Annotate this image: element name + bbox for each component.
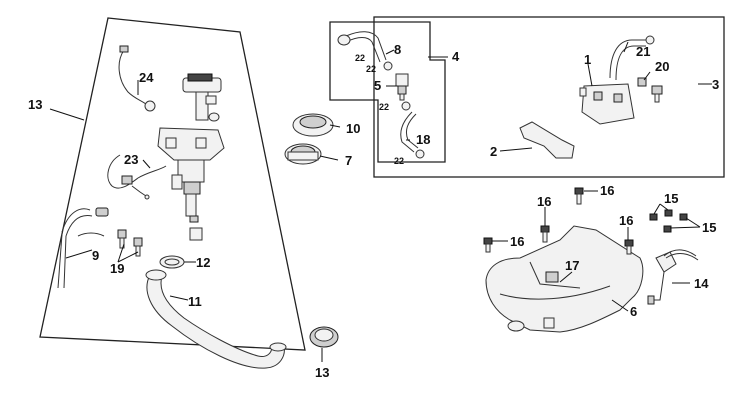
callout-13-group: 13: [28, 97, 42, 112]
gasket-7: [284, 143, 322, 165]
hose-clips-22: [383, 61, 425, 159]
callout-16-b: 16: [537, 194, 551, 209]
callout-8: 8: [394, 42, 401, 57]
bracket-2: [519, 121, 575, 159]
callout-9: 9: [92, 248, 99, 263]
callout-13-cap: 13: [315, 365, 329, 380]
callout-18: 18: [416, 132, 430, 147]
callout-19: 19: [110, 261, 124, 276]
callout-10: 10: [346, 121, 360, 136]
callout-16-c: 16: [510, 234, 524, 249]
callout-16-d: 16: [619, 213, 633, 228]
fuel-filler-cap-13: [309, 326, 339, 348]
fuel-filler-hose-11: [145, 269, 287, 369]
vent-hose-9: [57, 207, 109, 289]
bolts-20: [637, 77, 663, 103]
callout-1: 1: [584, 52, 591, 67]
callout-7: 7: [345, 153, 352, 168]
fuel-pump-wire-harness-23: [107, 154, 167, 200]
callout-20: 20: [655, 59, 669, 74]
fuel-level-sensor-14: [647, 249, 699, 305]
callout-12: 12: [196, 255, 210, 270]
pump-assembly-group-frame: [373, 16, 725, 178]
callout-5: 5: [374, 78, 381, 93]
fuel-hose-8: [337, 31, 387, 63]
bolts-16-15: [483, 187, 688, 255]
callout-14: 14: [694, 276, 709, 291]
callout-15-b: 15: [702, 220, 716, 235]
callout-23: 23: [124, 152, 138, 167]
callout-16-a: 16: [600, 183, 614, 198]
callout-22-a: 22: [355, 53, 365, 63]
callout-21: 21: [636, 44, 650, 59]
hose-clamp-12: [159, 255, 185, 269]
callout-17: 17: [565, 258, 579, 273]
callout-22-b: 22: [366, 64, 376, 74]
callout-22-d: 22: [394, 156, 404, 166]
bolts-19: [117, 229, 143, 257]
fuel-level-sensor-wire-24: [118, 45, 156, 112]
fuel-pump-assembly: [157, 73, 225, 241]
callout-labels: 24 13 10 7 4 8 22 22 5 22 18 22 21 1 20 …: [28, 42, 719, 380]
callout-2: 2: [490, 144, 497, 159]
fuel-line-subgroup-frame: [329, 21, 446, 163]
callout-11: 11: [188, 294, 202, 309]
callout-3: 3: [712, 77, 719, 92]
fuel-pump-body-1: [579, 83, 635, 125]
callout-15-a: 15: [664, 191, 678, 206]
fuel-injector-5: [395, 73, 409, 101]
callout-24: 24: [139, 70, 154, 85]
callout-4: 4: [452, 49, 460, 64]
leader-lines: [49, 41, 712, 362]
callout-22-c: 22: [379, 102, 389, 112]
callout-6: 6: [630, 304, 637, 319]
seal-ring-10: [292, 113, 334, 137]
pump-hose-21: [609, 35, 655, 81]
